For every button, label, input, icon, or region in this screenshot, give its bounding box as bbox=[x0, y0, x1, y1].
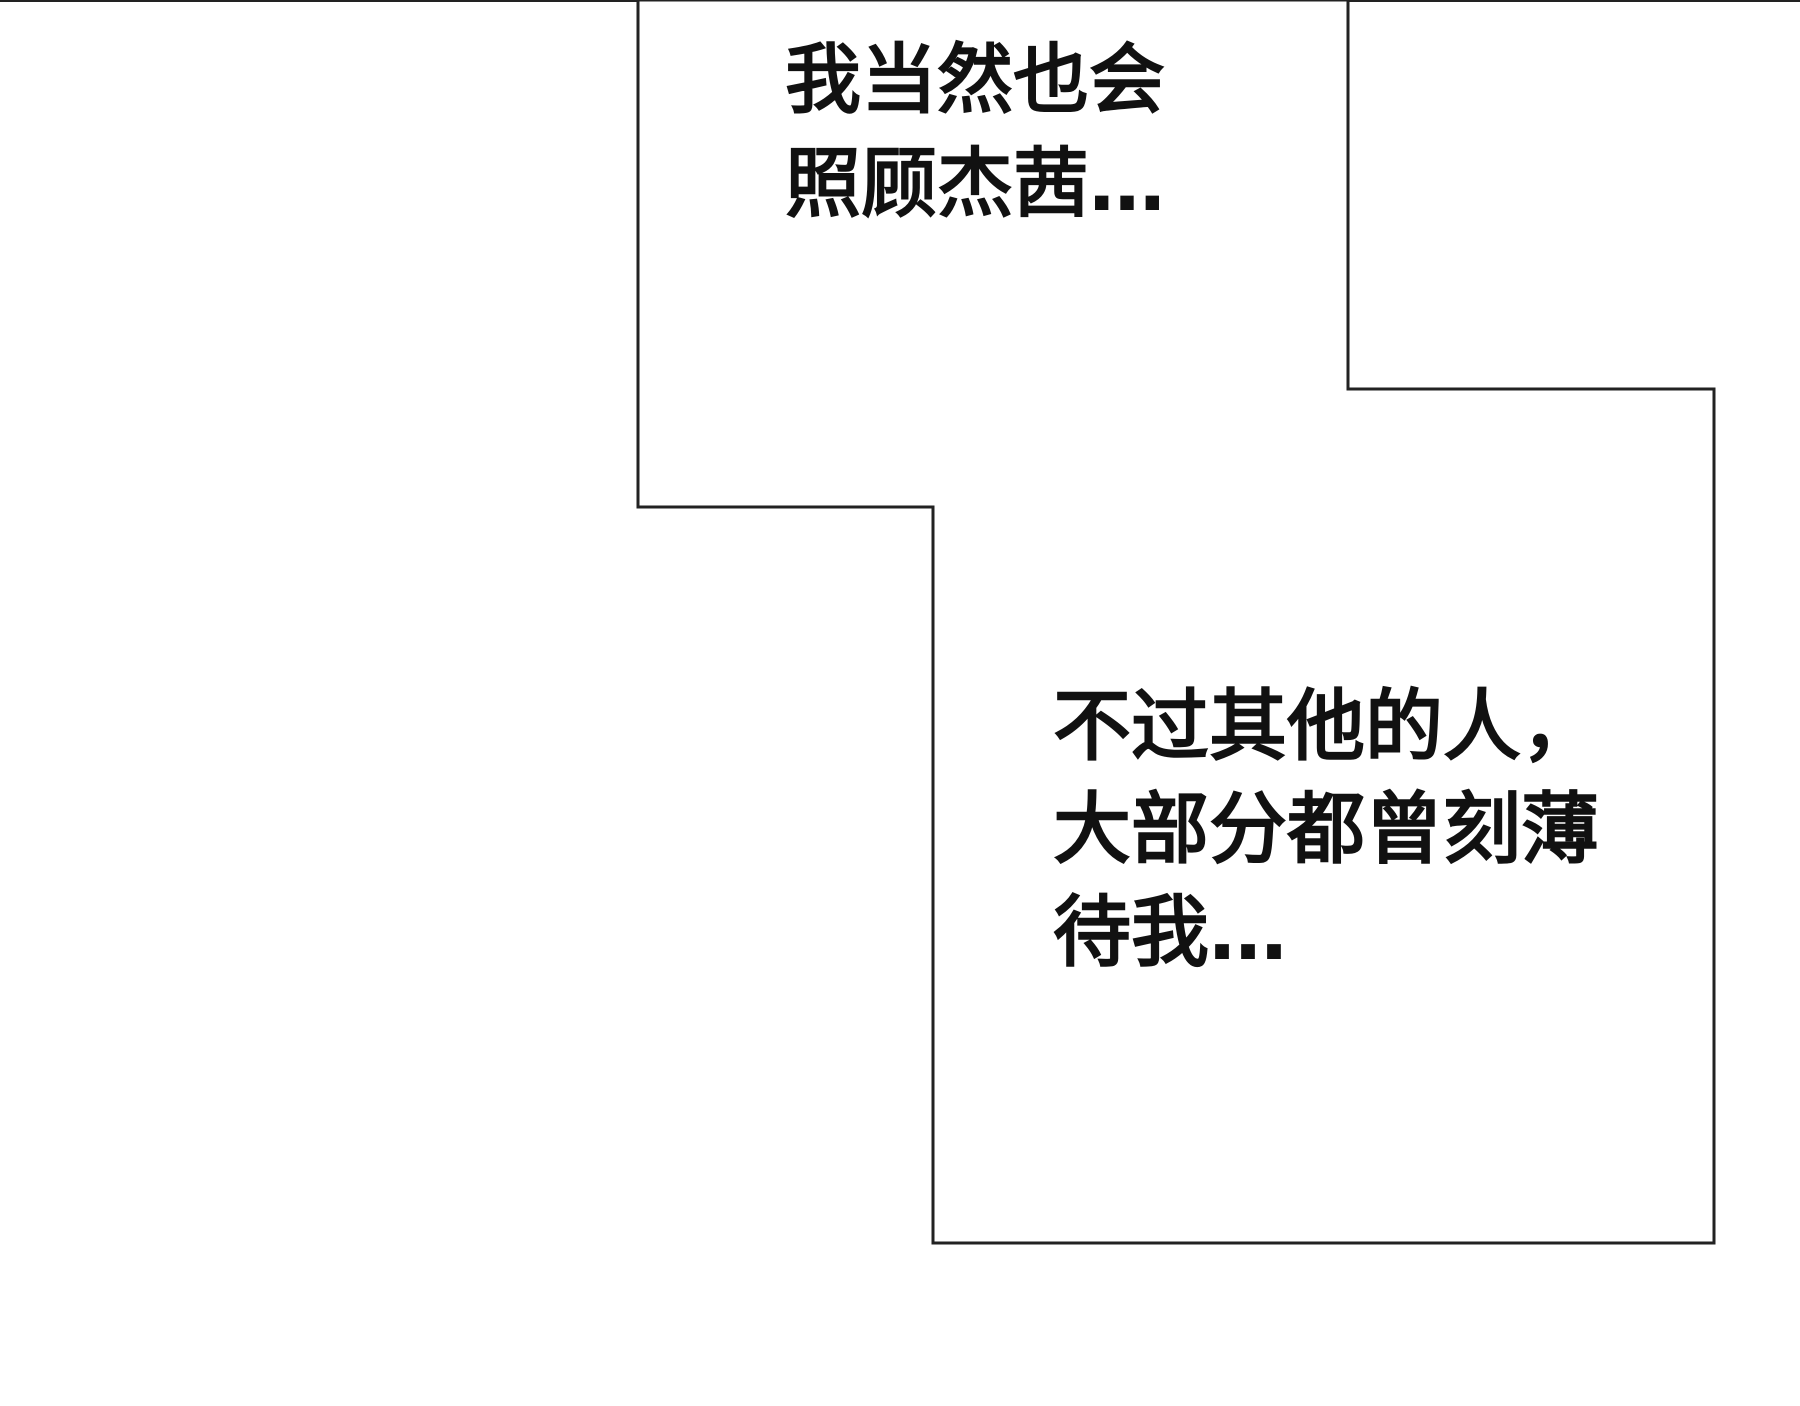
caption-bottom: 不过其他的人， 大部分都曾刻薄待我… bbox=[1053, 676, 1599, 985]
caption-box-outline bbox=[636, 0, 1716, 1245]
caption-line: 待我… bbox=[1053, 888, 1288, 978]
caption-line: 大部分都曾刻薄 bbox=[1053, 785, 1600, 875]
caption-line: 不过其他的人， bbox=[1053, 682, 1600, 772]
caption-top: 我当然也会照顾杰茜… bbox=[785, 28, 1165, 236]
caption-line: 我当然也会 bbox=[785, 35, 1165, 124]
caption-line: 照顾杰茜… bbox=[785, 139, 1165, 228]
